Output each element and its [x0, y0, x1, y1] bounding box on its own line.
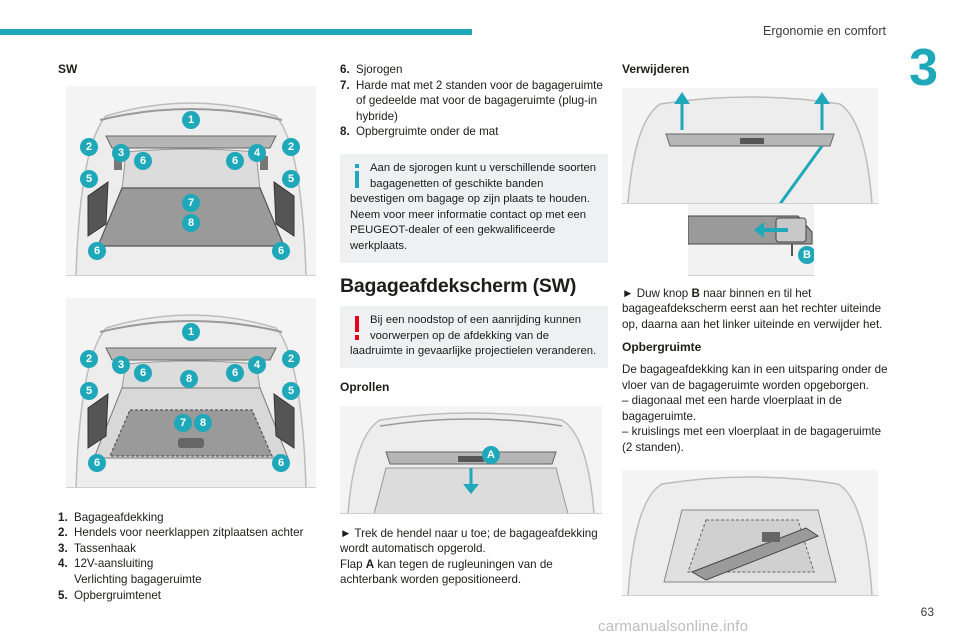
remove-step: ► Duw knop B naar binnen en til het baga… [622, 286, 883, 331]
list-item: 2.Hendels voor neerklappen zitplaatsen a… [58, 526, 304, 540]
callout-6-bl-fig2: 6 [88, 453, 106, 472]
callout-5-right-fig1: 5 [282, 169, 300, 188]
callout-6-br-fig2: 6 [272, 453, 290, 472]
callout-7-fig2: 7 [174, 413, 192, 432]
cover-roll-figure: A [340, 405, 602, 514]
list-item: 7.Harde mat met 2 standen voor de bagage… [340, 78, 603, 123]
storage-bullet-1: – diagonaal met een harde vloerplaat in … [622, 394, 842, 423]
chapter-number: 3 [909, 39, 938, 97]
trunk-figure-2: 1 2 3 6 8 6 4 2 5 5 7 8 6 6 [66, 297, 316, 488]
callout-1-fig1: 1 [182, 110, 200, 129]
cover-storage-figure [622, 469, 878, 596]
verwijderen-heading: Verwijderen [622, 62, 690, 76]
warning-note-rest: laadruimte in gevaarlijke projectielen v… [350, 345, 597, 358]
callout-5-left-fig2: 5 [80, 381, 98, 400]
storage-bullet-2: – kruislings met een vloerplaat in de ba… [622, 425, 882, 454]
oprollen-heading: Oprollen [340, 379, 390, 394]
list-item: 1.Bagageafdekking [58, 510, 164, 524]
cover-remove-figure-detail: B [688, 203, 814, 276]
header-accent-bar [0, 29, 472, 35]
callout-6-left-fig1: 6 [134, 151, 152, 170]
callout-6-left-fig2: 6 [134, 363, 152, 382]
callout-5-left-fig1: 5 [80, 169, 98, 188]
list-item: 5.Opbergruimtenet [58, 588, 161, 602]
cover-remove-figure-top [622, 87, 878, 204]
column-3: Verwijderen B ► Duw knop B naar binnen e… [622, 62, 890, 596]
warning-note: Bij een noodstop of een aanrijding kunne… [340, 306, 608, 368]
callout-3-fig1: 3 [112, 143, 130, 162]
callout-6-right-fig2: 6 [226, 363, 244, 382]
watermark: carmanualsonline.info [598, 618, 749, 635]
callout-2-left-fig1: 2 [80, 137, 98, 156]
info-note-rest: bevestigen om bagage op zijn plaats te h… [350, 193, 590, 252]
callout-a: A [482, 445, 500, 464]
callout-4-fig1: 4 [248, 143, 266, 162]
list-item: Verlichting bagageruimte [74, 572, 202, 586]
info-icon [352, 163, 362, 188]
sw-heading: SW [58, 62, 78, 76]
legend-list-1: 1.Bagageafdekking 2.Hendels voor neerkla… [58, 510, 326, 604]
legend-list-2: 6.Sjorogen 7.Harde mat met 2 standen voo… [340, 62, 608, 140]
info-note: Aan de sjorogen kunt u verschillende soo… [340, 153, 608, 263]
column-1: SW 1 2 3 6 6 4 2 5 5 7 8 6 6 [58, 62, 326, 603]
flap-note: Flap A kan tegen de rugleuningen van de … [340, 557, 553, 587]
chapter-title: Ergonomie en comfort [763, 24, 886, 38]
callout-8-fig2: 8 [194, 413, 212, 432]
callout-6-br-fig1: 6 [272, 241, 290, 260]
callout-6-right-fig1: 6 [226, 151, 244, 170]
column-2: 6.Sjorogen 7.Harde mat met 2 standen voo… [340, 62, 608, 588]
opbergruimte-heading: Opbergruimte [622, 340, 702, 355]
warning-note-first: Bij een noodstop of een aanrijding kunne… [370, 314, 582, 342]
list-item: 3.Tassenhaak [58, 541, 136, 555]
section-title: Bagageafdekscherm (SW) [340, 274, 577, 297]
callout-2-left-fig2: 2 [80, 349, 98, 368]
list-item: 8.Opbergruimte onder de mat [340, 125, 499, 139]
callout-2-right-fig1: 2 [282, 137, 300, 156]
info-note-first: Aan de sjorogen kunt u verschillende soo… [370, 161, 597, 190]
warning-icon [352, 316, 362, 341]
storage-paragraph: De bagageafdekking kan in een uitsparing… [622, 362, 888, 392]
callout-b: B [798, 245, 814, 264]
list-item: 6.Sjorogen [340, 63, 403, 76]
callout-5-right-fig2: 5 [282, 381, 300, 400]
page-number: 63 [920, 605, 934, 619]
list-item: 4.12V-aansluiting [58, 557, 154, 571]
callout-8-top-fig2: 8 [180, 369, 198, 388]
callout-1-fig2: 1 [182, 322, 200, 341]
callout-3-fig2: 3 [112, 355, 130, 374]
callout-6-bl-fig1: 6 [88, 241, 106, 260]
callout-7-fig1: 7 [182, 193, 200, 212]
callout-4-fig2: 4 [248, 355, 266, 374]
callout-2-right-fig2: 2 [282, 349, 300, 368]
roll-step: ► Trek de hendel naar u toe; de bagageaf… [340, 526, 598, 556]
trunk-figure-1: 1 2 3 6 6 4 2 5 5 7 8 6 6 [66, 85, 316, 276]
callout-8-fig1: 8 [182, 213, 200, 232]
